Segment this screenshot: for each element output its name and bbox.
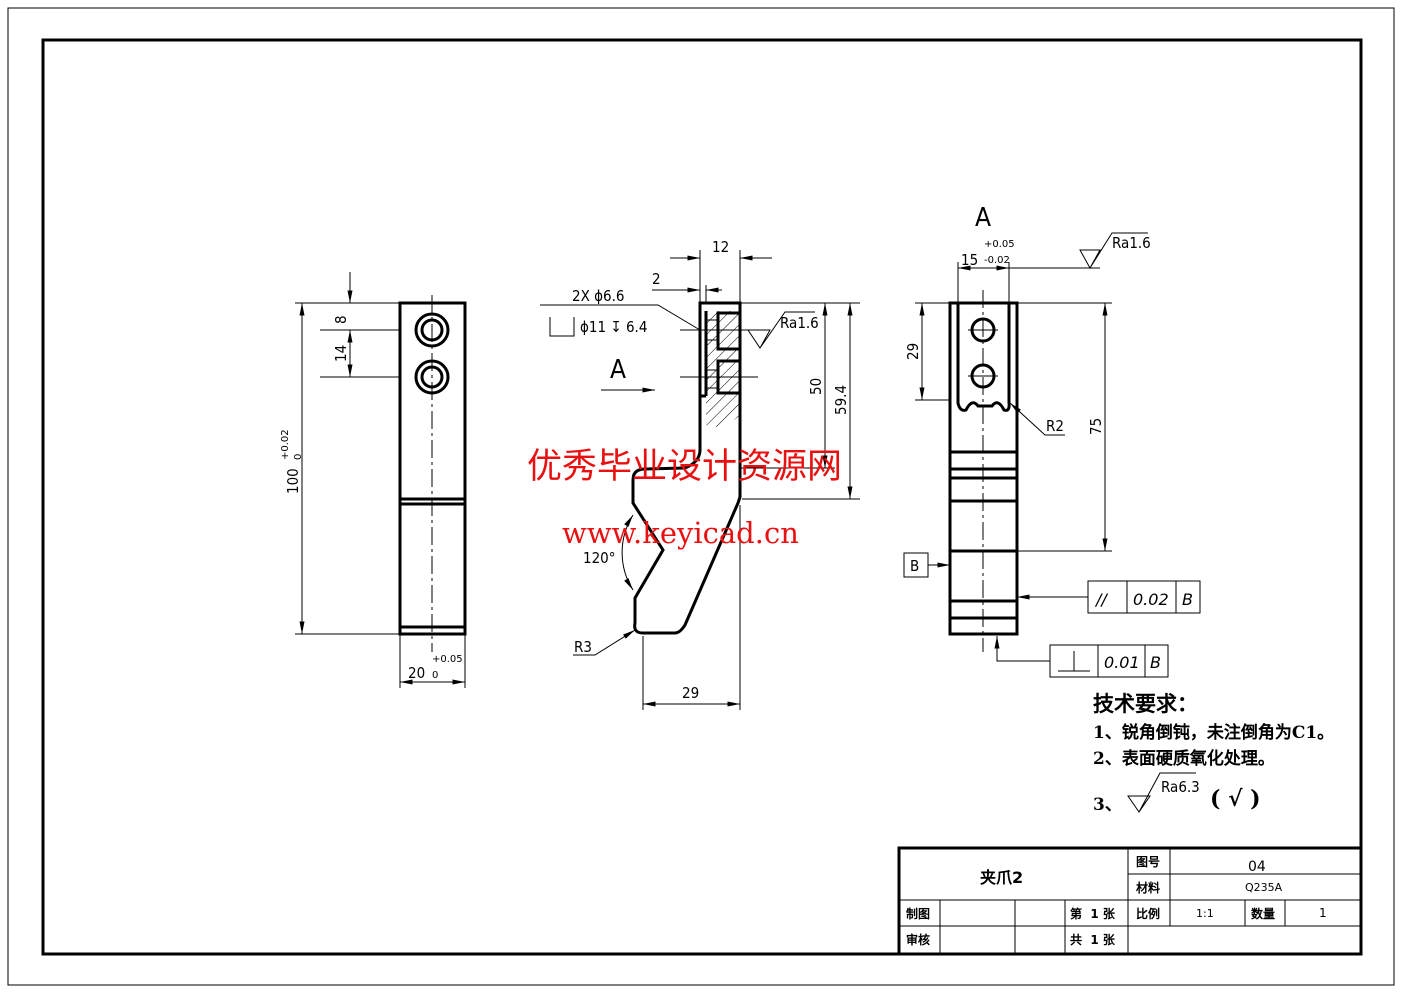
dim-15-tol-upper: +0.05 <box>984 239 1015 250</box>
title-block: 夹爪2 图号 04 材料 Q235A 制图 审核 第 1 张 共 1 张 比例 … <box>897 846 1363 956</box>
perpendicular-datum: B <box>1150 653 1161 672</box>
roughness-ra16: Ra1.6 <box>780 314 819 332</box>
watermark-url: www.keyicad.cn <box>562 516 799 550</box>
dim-12: 12 <box>712 238 729 256</box>
drawing-no-label: 图号 <box>1136 854 1160 869</box>
dim-2: 2 <box>652 270 661 288</box>
inner-frame <box>41 38 1363 956</box>
dim-15-tol-lower: -0.02 <box>984 255 1010 266</box>
dim-15: 15 <box>961 251 978 269</box>
parallel-datum: B <box>1182 590 1193 609</box>
left-view: 8 14 100 +0.02 0 20 +0.05 0 <box>280 272 467 688</box>
perpendicular-icon <box>1058 651 1090 672</box>
checked-label: 审核 <box>906 932 930 947</box>
dim-20-tol-lower: 0 <box>432 670 438 681</box>
qty: 1 <box>1319 906 1327 920</box>
material: Q235A <box>1245 881 1283 894</box>
radius-r3: R3 <box>574 638 592 656</box>
tech-req-title: 技术要求： <box>1093 691 1198 716</box>
total-label: 共 1 张 <box>1070 932 1116 947</box>
material-label: 材料 <box>1135 880 1160 895</box>
qty-label: 数量 <box>1251 906 1275 921</box>
tech-req-item-1: 1、锐角倒钝，未注倒角为C1。 <box>1093 722 1334 743</box>
perpendicular-value: 0.01 <box>1104 653 1140 672</box>
part-name: 夹爪2 <box>980 868 1023 887</box>
tech-req-roughness: Ra6.3 <box>1161 778 1200 796</box>
dim-29-right: 29 <box>904 343 922 360</box>
angle-120: 120° <box>583 549 616 567</box>
dim-20-tol-upper: +0.05 <box>432 654 463 665</box>
tech-req-item-2: 2、表面硬质氧化处理。 <box>1093 748 1275 769</box>
counterbore-note: ϕ11 ↧ 6.4 <box>580 318 647 336</box>
parallel-symbol: // <box>1094 590 1108 609</box>
dim-75: 75 <box>1087 418 1105 435</box>
drawing-no: 04 <box>1248 859 1266 875</box>
watermark-cn: 优秀毕业设计资源网 <box>527 447 842 487</box>
dim-50: 50 <box>807 378 825 395</box>
parallel-value: 0.02 <box>1133 590 1169 609</box>
dim-20: 20 <box>408 664 425 682</box>
tech-req-item-3-prefix: 3、 <box>1093 795 1122 815</box>
dim-59-4: 59.4 <box>832 385 850 415</box>
sheet-label: 第 1 张 <box>1070 906 1116 921</box>
roughness-ra16-right: Ra1.6 <box>1112 234 1151 252</box>
dim-100-tol-upper: +0.02 <box>280 429 291 460</box>
scale: 1:1 <box>1196 907 1214 920</box>
tech-req-item-3-suffix: ( √ ) <box>1210 786 1261 812</box>
outer-border <box>7 7 1395 986</box>
tech-requirements: 技术要求： 1、锐角倒钝，未注倒角为C1。 2、表面硬质氧化处理。 3、 Ra6… <box>1093 691 1334 815</box>
dim-8: 8 <box>332 315 350 324</box>
dim-100: 100 <box>284 468 302 494</box>
dim-14: 14 <box>332 345 350 362</box>
dim-100-tol-lower: 0 <box>293 454 304 460</box>
dim-29: 29 <box>682 684 699 702</box>
hole-note: 2X ϕ6.6 <box>572 287 624 305</box>
radius-r2: R2 <box>1046 417 1064 435</box>
drawn-label: 制图 <box>906 906 930 921</box>
view-a-title: A <box>975 203 991 233</box>
view-a-label: A <box>610 355 626 385</box>
datum-b: B <box>910 557 919 575</box>
right-view: A 15 +0.05 -0.02 Ra1.6 29 75 R2 B // 0.0… <box>903 203 1201 678</box>
scale-label: 比例 <box>1136 906 1160 921</box>
middle-view: 12 2 2X ϕ6.6 ϕ11 ↧ 6.4 A Ra1.6 50 59.4 1… <box>540 238 860 710</box>
